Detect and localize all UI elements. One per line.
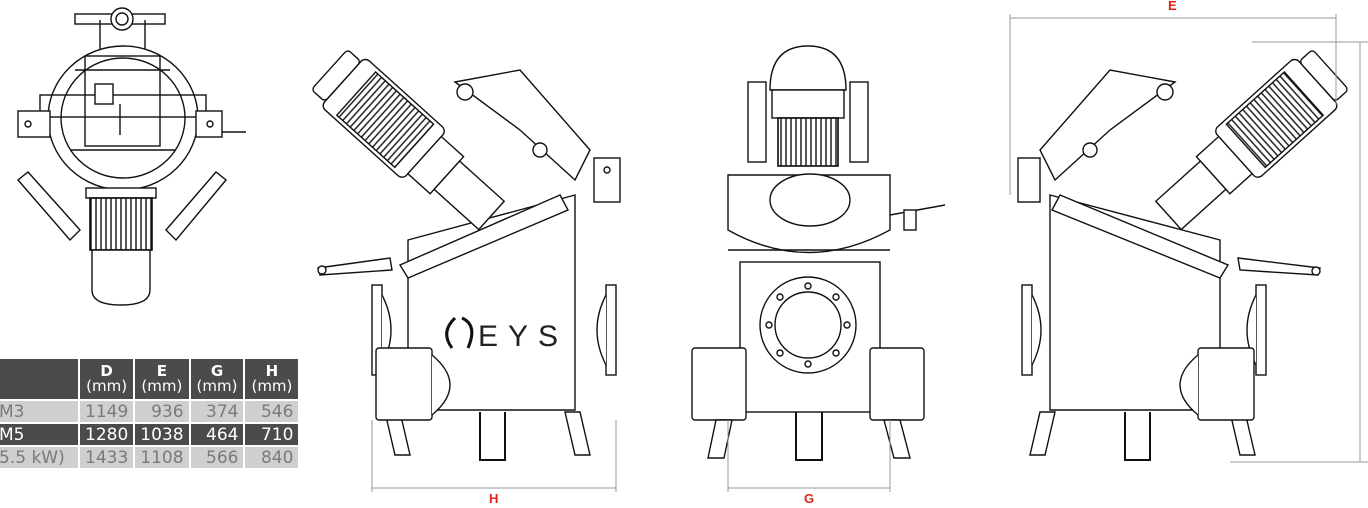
table-cell-g: 374 bbox=[190, 401, 244, 422]
table-cell-g: 464 bbox=[190, 424, 244, 445]
table-cell-model: 5.5 kW) bbox=[0, 447, 78, 468]
table-header-e: E(mm) bbox=[135, 359, 189, 399]
table-cell-d: 1433 bbox=[80, 447, 134, 468]
table-row: M3 1149 936 374 546 bbox=[0, 401, 299, 422]
table-row: M5 1280 1038 464 710 bbox=[0, 424, 299, 445]
brand-logo-text: EYS bbox=[478, 320, 568, 353]
dimension-label-g: G bbox=[804, 491, 814, 506]
table-cell-model: M3 bbox=[0, 401, 78, 422]
top-view bbox=[16, 7, 246, 306]
table-cell-h: 710 bbox=[245, 424, 299, 445]
table-header-h: H(mm) bbox=[245, 359, 299, 399]
table-header-model bbox=[0, 359, 78, 399]
table-cell-d: 1280 bbox=[80, 424, 134, 445]
dimension-d bbox=[1230, 41, 1368, 463]
side-view-right bbox=[1017, 50, 1348, 461]
table-cell-h: 840 bbox=[245, 447, 299, 468]
table-header-d: D(mm) bbox=[80, 359, 134, 399]
table-cell-d: 1149 bbox=[80, 401, 134, 422]
table-header-row: D(mm) E(mm) G(mm) H(mm) bbox=[0, 359, 299, 399]
dimension-g bbox=[727, 420, 891, 492]
dimension-h bbox=[371, 420, 617, 492]
front-view bbox=[691, 45, 946, 461]
table-cell-e: 1108 bbox=[135, 447, 189, 468]
table-header-g: G(mm) bbox=[190, 359, 244, 399]
dimension-e bbox=[1009, 14, 1337, 195]
table-cell-e: 1038 bbox=[135, 424, 189, 445]
dimension-label-e: E bbox=[1168, 0, 1177, 13]
dimension-table: D(mm) E(mm) G(mm) H(mm) M3 1149 936 374 … bbox=[0, 357, 300, 470]
table-cell-g: 566 bbox=[190, 447, 244, 468]
table-cell-model: M5 bbox=[0, 424, 78, 445]
table-cell-h: 546 bbox=[245, 401, 299, 422]
table-row: 5.5 kW) 1433 1108 566 840 bbox=[0, 447, 299, 468]
dimension-label-h: H bbox=[489, 491, 498, 506]
table-cell-e: 936 bbox=[135, 401, 189, 422]
side-view-left bbox=[312, 50, 621, 461]
